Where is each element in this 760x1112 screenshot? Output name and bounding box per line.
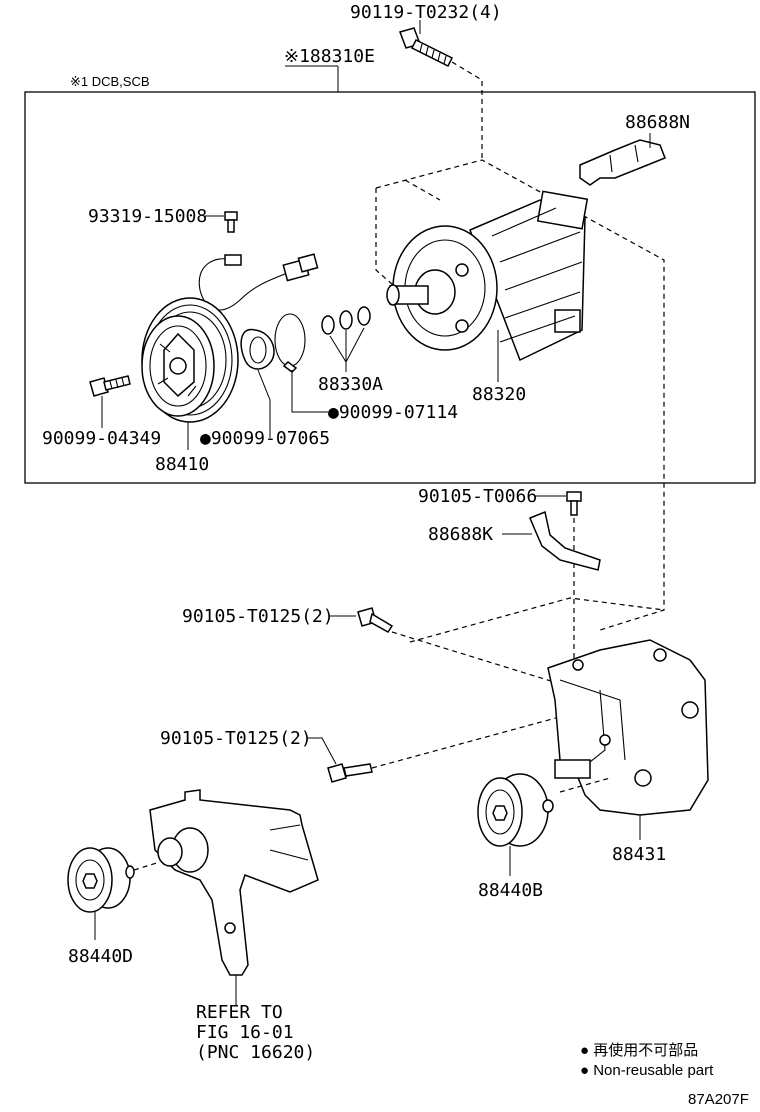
legend-japanese: ● 再使用不可部品 <box>580 1042 698 1059</box>
label-bolt-clutch-lead: 93319-15008 <box>88 206 207 227</box>
bolt-top-dashline <box>451 61 483 160</box>
label-bracket-top: 88688N <box>625 112 690 133</box>
bolt-clutch-lead-icon[interactable] <box>224 211 238 233</box>
label-pulley-d: 88440D <box>68 946 133 967</box>
label-center-bolt: 90099-04349 <box>42 428 161 449</box>
refer-line3: (PNC 16620) <box>196 1042 315 1063</box>
bolt-lower-dashline <box>371 705 601 769</box>
bolt-lower-icon[interactable] <box>327 763 373 783</box>
compressor-icon[interactable] <box>386 190 589 362</box>
legend-english: ● Non-reusable part <box>580 1062 714 1079</box>
pulley-d-icon[interactable] <box>67 847 135 913</box>
ring-icon[interactable] <box>240 328 275 370</box>
pulley-b-icon[interactable] <box>477 773 554 847</box>
figure-id: 87A207F <box>688 1091 749 1108</box>
label-bolt-upper: 90105-T0125(2) <box>182 606 334 627</box>
tensioner-bracket-icon[interactable] <box>149 789 319 976</box>
lead-terminal <box>224 254 242 266</box>
label-bolt-small: 90105-T0066 <box>418 486 537 507</box>
bolt-upper-dashline <box>391 631 581 691</box>
bolt-small-icon[interactable] <box>566 491 582 516</box>
clutch-lead-wire <box>198 258 291 311</box>
label-bolt-lower: 90105-T0125(2) <box>160 728 312 749</box>
compressor-dash-3 <box>404 179 441 201</box>
label-bracket-main: 88431 <box>612 844 666 865</box>
snap-ring-icon[interactable] <box>274 313 306 373</box>
label-bolt-top: 90119-T0232(4) <box>350 2 502 23</box>
label-compressor: 88320 <box>472 384 526 405</box>
assembly-code: ※188310E <box>284 46 375 67</box>
lead-connector-icon <box>282 253 319 282</box>
assembly-box <box>24 91 756 484</box>
pulley-d-dashline <box>133 861 161 871</box>
label-shim: 88330A <box>318 374 383 395</box>
assembly-note: ※1 DCB,SCB <box>70 74 150 89</box>
shim-icon[interactable] <box>321 306 371 335</box>
refer-line1: REFER TO <box>196 1002 283 1023</box>
bolt-upper-dashline-2 <box>409 597 665 643</box>
center-bolt-icon[interactable] <box>89 375 131 397</box>
bolt-upper-icon[interactable] <box>357 607 394 633</box>
label-bracket-small: 88688K <box>428 524 493 545</box>
bolt-lower-leader <box>308 737 337 765</box>
ring-leader <box>257 369 271 438</box>
bracket-top-icon[interactable] <box>579 139 666 186</box>
snap-ring-leader <box>291 370 328 413</box>
refer-line2: FIG 16-01 <box>196 1022 294 1043</box>
clutch-icon[interactable] <box>141 297 239 423</box>
label-pulley-b: 88440B <box>478 880 543 901</box>
bracket-main-icon[interactable] <box>547 639 709 816</box>
shim-leader <box>329 327 365 364</box>
bracket-small-icon[interactable] <box>529 510 601 571</box>
label-ring: ●90099-07065 <box>200 428 330 449</box>
label-snap-ring: ●90099-07114 <box>328 402 458 423</box>
label-clutch: 88410 <box>155 454 209 475</box>
bolt-top-icon[interactable] <box>399 27 454 68</box>
compressor-dash-outline <box>375 159 665 631</box>
